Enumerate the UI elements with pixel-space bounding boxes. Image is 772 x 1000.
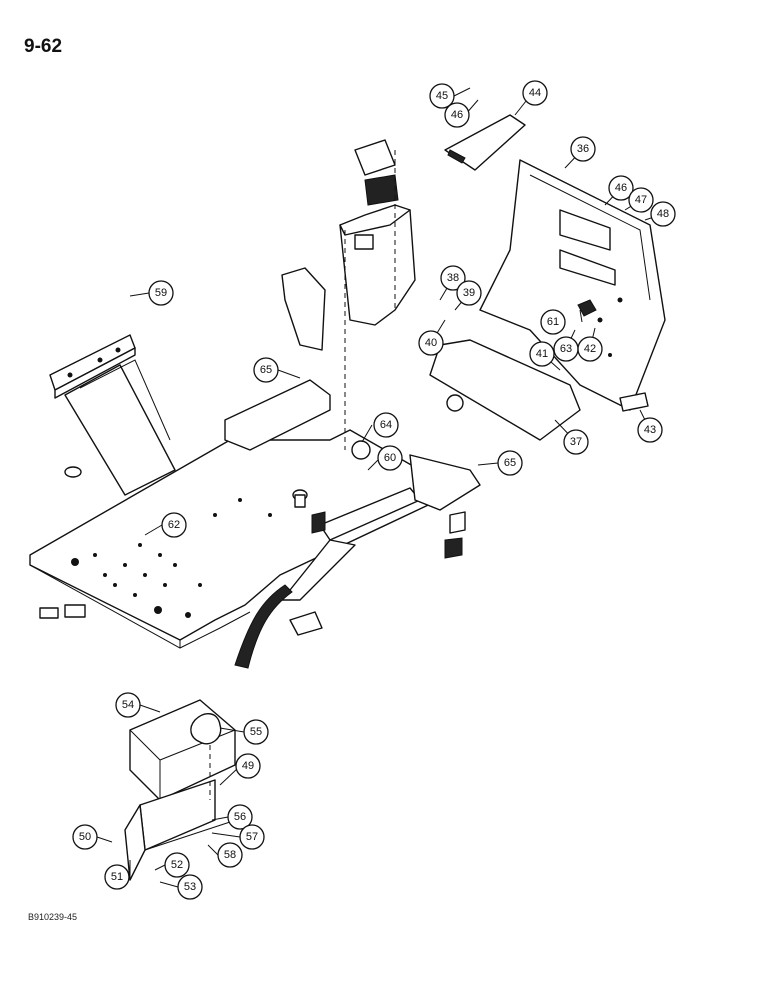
svg-text:53: 53 [184, 881, 196, 893]
pedal-rail [279, 454, 481, 601]
callout-61: 61 [540, 309, 566, 335]
callout-63: 63 [553, 336, 579, 362]
callout-48: 48 [650, 201, 676, 227]
svg-text:52: 52 [171, 859, 183, 871]
top-cover-44 [444, 114, 526, 171]
svg-text:39: 39 [463, 287, 475, 299]
svg-text:46: 46 [615, 182, 627, 194]
callout-47: 47 [628, 187, 654, 213]
right-console-36 [479, 159, 666, 411]
svg-text:45: 45 [436, 90, 448, 102]
svg-text:51: 51 [111, 871, 123, 883]
svg-text:50: 50 [79, 831, 91, 843]
callout-46: 46 [444, 102, 470, 128]
figure-code: B910239-45 [28, 912, 78, 922]
callout-42: 42 [577, 336, 603, 362]
callout-65: 65 [253, 357, 279, 383]
callout-41: 41 [529, 341, 555, 367]
callout-38: 38 [440, 265, 466, 291]
svg-text:56: 56 [234, 811, 246, 823]
svg-text:38: 38 [447, 272, 459, 284]
floor-right-panel [224, 379, 331, 451]
svg-text:54: 54 [122, 699, 134, 711]
callout-52: 52 [164, 852, 190, 878]
svg-text:48: 48 [657, 208, 669, 220]
svg-text:65: 65 [504, 457, 516, 469]
callout-45: 45 [429, 83, 455, 109]
svg-text:59: 59 [155, 287, 167, 299]
callout-36: 36 [570, 136, 596, 162]
hardware [39, 392, 649, 636]
svg-text:40: 40 [425, 337, 437, 349]
callout-50: 50 [72, 824, 98, 850]
svg-text:44: 44 [529, 87, 541, 99]
svg-text:55: 55 [250, 726, 262, 738]
callout-44: 44 [522, 80, 548, 106]
page-number: 9-62 [24, 36, 63, 57]
callout-40: 40 [418, 330, 444, 356]
svg-text:57: 57 [246, 831, 258, 843]
svg-text:47: 47 [635, 194, 647, 206]
callout-65: 65 [497, 450, 523, 476]
svg-text:60: 60 [384, 452, 396, 464]
battery-box-assembly [124, 699, 236, 881]
control-tower [281, 139, 416, 450]
callout-51: 51 [104, 864, 130, 890]
callout-46: 46 [608, 175, 634, 201]
bottom-plate-37 [429, 339, 581, 441]
svg-text:61: 61 [547, 316, 559, 328]
svg-text:62: 62 [168, 519, 180, 531]
svg-text:65: 65 [260, 364, 272, 376]
svg-text:46: 46 [451, 109, 463, 121]
svg-text:63: 63 [560, 343, 572, 355]
svg-text:58: 58 [224, 849, 236, 861]
callout-58: 58 [217, 842, 243, 868]
svg-text:43: 43 [644, 424, 656, 436]
callout-62: 62 [161, 512, 187, 538]
callout-59: 59 [148, 280, 174, 306]
svg-text:49: 49 [242, 760, 254, 772]
svg-text:37: 37 [570, 436, 582, 448]
svg-text:41: 41 [536, 348, 548, 360]
callout-55: 55 [243, 719, 269, 745]
svg-text:64: 64 [380, 419, 392, 431]
callout-64: 64 [373, 412, 399, 438]
callout-37: 37 [563, 429, 589, 455]
callout-57: 57 [239, 824, 265, 850]
callout-56: 56 [227, 804, 253, 830]
svg-text:42: 42 [584, 343, 596, 355]
callout-54: 54 [115, 692, 141, 718]
hose [234, 584, 293, 669]
callout-53: 53 [177, 874, 203, 900]
callout-49: 49 [235, 753, 261, 779]
callout-43: 43 [637, 417, 663, 443]
callout-60: 60 [377, 445, 403, 471]
callout-39: 39 [456, 280, 482, 306]
svg-text:36: 36 [577, 143, 589, 155]
left-seat-stand [49, 334, 176, 496]
